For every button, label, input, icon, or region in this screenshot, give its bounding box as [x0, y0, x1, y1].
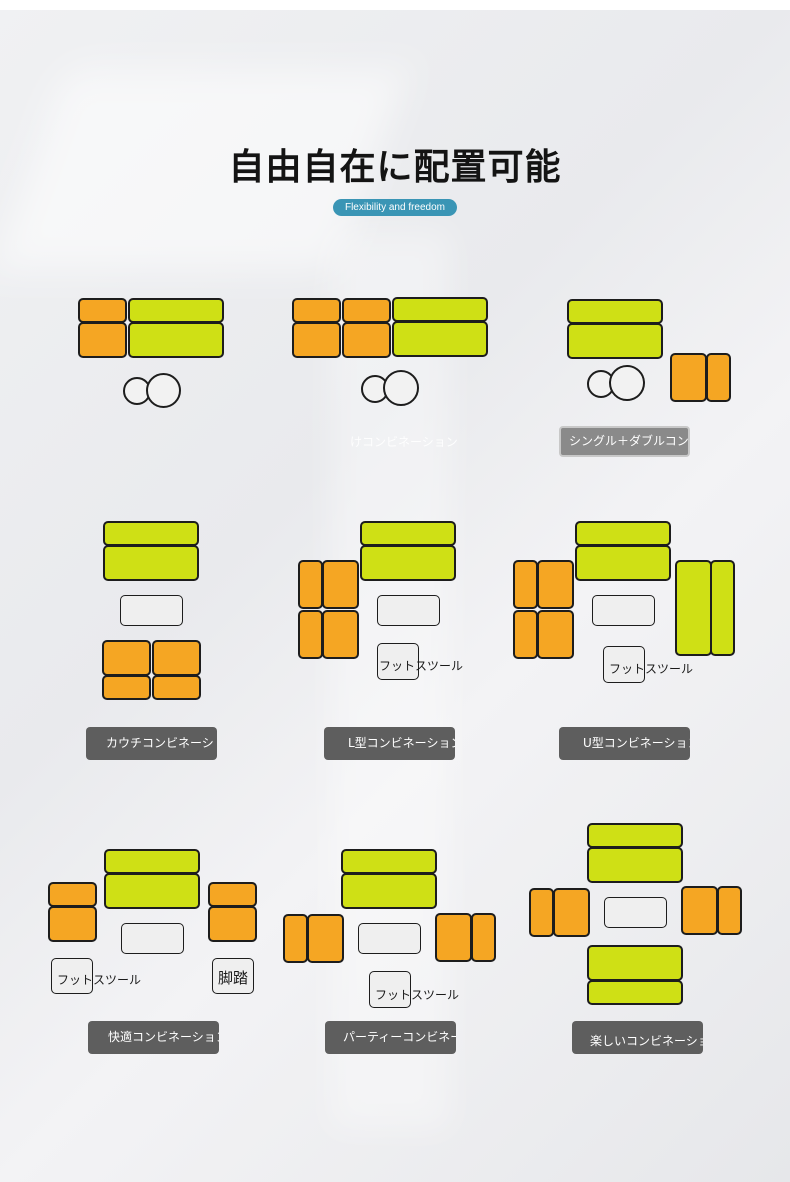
orange-backrest [102, 675, 151, 700]
green-seat [360, 545, 456, 581]
green-backrest [392, 297, 488, 322]
green-backrest [104, 849, 200, 874]
orange-backrest [513, 610, 538, 659]
ottoman [120, 595, 183, 626]
green-seat [104, 873, 200, 909]
ottoman [377, 595, 440, 626]
footstool-label: フットスツール [375, 988, 460, 1002]
orange-seat [152, 640, 201, 676]
footstool [369, 971, 411, 1008]
orange-seat [292, 322, 341, 358]
orange-backrest [292, 298, 341, 323]
ottoman [604, 897, 667, 928]
page-title: 自由自在に配置可能 [228, 147, 562, 188]
orange-backrest [152, 675, 201, 700]
green-backrest [567, 299, 663, 324]
footstool [212, 958, 254, 994]
orange-backrest [298, 610, 323, 659]
layout-caption: けコンビネーション [350, 435, 458, 449]
green-seat [103, 545, 199, 581]
side-table-large [146, 373, 181, 408]
side-table-large [383, 370, 419, 406]
green-seat [392, 321, 488, 357]
green-backrest [575, 521, 671, 546]
orange-backrest [298, 560, 323, 609]
green-backrest [710, 560, 735, 656]
orange-seat [681, 886, 718, 935]
orange-seat [322, 610, 359, 659]
layout-caption: シングル＋ダブルコン [559, 426, 690, 457]
green-backrest [341, 849, 437, 874]
layout-caption: 快適コンビネーション [88, 1021, 219, 1054]
green-seat [128, 322, 224, 358]
green-seat [341, 873, 437, 909]
ottoman [592, 595, 655, 626]
orange-seat [670, 353, 707, 402]
footstool [51, 958, 93, 994]
subtitle-badge: Flexibility and freedom [333, 199, 457, 216]
orange-backrest [208, 882, 257, 907]
green-backrest [360, 521, 456, 546]
green-seat [587, 847, 683, 883]
orange-backrest [706, 353, 731, 402]
orange-backrest [717, 886, 742, 935]
green-seat [675, 560, 712, 656]
orange-seat [537, 610, 574, 659]
orange-seat [553, 888, 590, 937]
footstool-label: フットスツール [57, 973, 142, 987]
ottoman [121, 923, 184, 954]
layout-caption: カウチコンビネーシ [86, 727, 217, 760]
ottoman [358, 923, 421, 954]
green-seat [567, 323, 663, 359]
footstool-label: フットスツール [379, 659, 464, 673]
orange-backrest [48, 882, 97, 907]
orange-backrest [513, 560, 538, 609]
top-bar [0, 0, 790, 10]
layout-caption: U型コンビネーション [559, 727, 690, 760]
footstool [603, 646, 645, 683]
orange-backrest [78, 298, 127, 323]
layout-caption: 楽しいコンビネーション [572, 1021, 703, 1054]
green-backrest [587, 980, 683, 1005]
orange-seat [208, 906, 257, 942]
orange-seat [322, 560, 359, 609]
orange-backrest [283, 914, 308, 963]
orange-backrest [342, 298, 391, 323]
footstool [377, 643, 419, 680]
orange-seat [537, 560, 574, 609]
orange-seat [48, 906, 97, 942]
footstool-label: フットスツール [609, 662, 694, 676]
side-table-large [609, 365, 645, 401]
green-seat [587, 945, 683, 981]
orange-backrest [471, 913, 496, 962]
green-backrest [587, 823, 683, 848]
green-backrest [128, 298, 224, 323]
orange-seat [342, 322, 391, 358]
orange-seat [102, 640, 151, 676]
orange-seat [307, 914, 344, 963]
layout-caption: パーティーコンビネーション [325, 1021, 456, 1054]
green-seat [575, 545, 671, 581]
green-backrest [103, 521, 199, 546]
orange-seat [435, 913, 472, 962]
layout-caption: L型コンビネーション [324, 727, 455, 760]
orange-backrest [529, 888, 554, 937]
footrest-label: 脚踏 [218, 969, 249, 987]
orange-seat [78, 322, 127, 358]
